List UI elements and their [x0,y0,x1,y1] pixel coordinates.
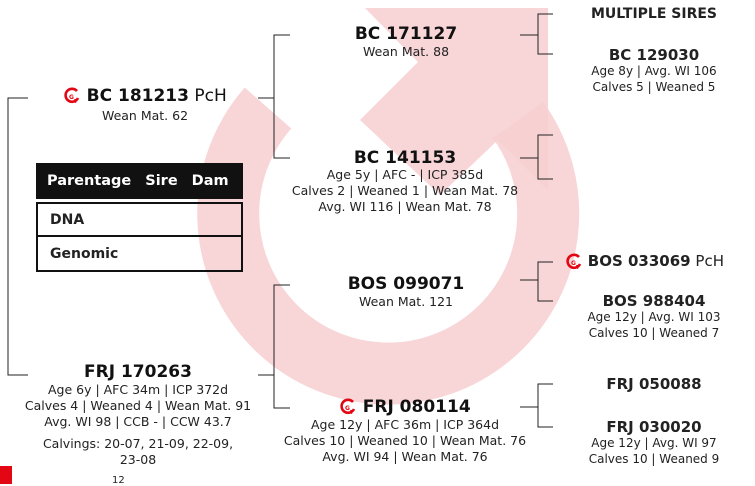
svg-text:T: T [576,265,580,271]
subject-wean-mat: Wean Mat. 62 [40,108,250,124]
genomic-tested-icon: G T [63,87,81,105]
dam-sire-wean-mat: Wean Mat. 121 [296,294,516,310]
dam-dam-line3: Avg. WI 94 | Wean Mat. 76 [265,449,545,465]
dam-dam-line1: Age 12y | AFC 36m | ICP 364d [265,417,545,433]
genomic-label: Genomic [50,246,118,262]
parentage-header: Parentage [47,173,131,189]
multiple-sires-node[interactable]: MULTIPLE SIRES [556,6,752,22]
dam-line3: Avg. WI 98 | CCB - | CCW 43.7 [0,414,276,430]
bc129030-line2: Calves 5 | Weaned 5 [556,80,752,96]
bc129030-id: BC 129030 [556,46,752,64]
frj030020-node[interactable]: FRJ 030020 Age 12y | Avg. WI 97 Calves 1… [556,418,752,467]
dam-sire-id: BOS 099071 [296,274,516,294]
dam-node[interactable]: FRJ 170263 Age 6y | AFC 34m | ICP 372d C… [0,362,276,468]
sire-dam-line1: Age 5y | AFC - | ICP 385d [270,167,540,183]
bos033069-suffix: PcH [695,252,724,270]
dam-dam-line2: Calves 10 | Weaned 10 | Wean Mat. 76 [265,433,545,449]
sire-dam-line3: Avg. WI 116 | Wean Mat. 78 [270,199,540,215]
sire-dam-line2: Calves 2 | Weaned 1 | Wean Mat. 78 [270,183,540,199]
dam-calvings-line2: 23-08 [0,452,276,468]
dam-dam-node[interactable]: G T FRJ 080114 Age 12y | AFC 36m | ICP 3… [265,397,545,465]
page-number: 12 [112,476,125,486]
bos033069-node[interactable]: G T BOS 033069 PcH [565,252,755,271]
dam-header: Dam [192,173,229,189]
sire-header: Sire [145,173,177,189]
subject-node[interactable]: G T BC 181213 PcH Wean Mat. 62 [40,86,250,124]
dna-row: DNA [36,202,243,237]
bos033069-id: BOS 033069 [588,252,691,270]
multiple-sires-label: MULTIPLE SIRES [556,6,752,22]
frj030020-line1: Age 12y | Avg. WI 97 [556,436,752,452]
subject-id: BC 181213 [87,86,189,106]
sire-id: BC 171127 [296,24,516,44]
dna-label: DNA [50,212,84,228]
bos988404-line2: Calves 10 | Weaned 7 [556,326,752,342]
bos988404-id: BOS 988404 [556,292,752,310]
sire-dam-id: BC 141153 [270,149,540,167]
frj050088-node[interactable]: FRJ 050088 [556,375,752,393]
genomic-row: Genomic [36,237,243,272]
sire-node[interactable]: BC 171127 Wean Mat. 88 [296,24,516,60]
subject-suffix: PcH [194,86,226,106]
bos988404-line1: Age 12y | Avg. WI 103 [556,310,752,326]
dam-line2: Calves 4 | Weaned 4 | Wean Mat. 91 [0,398,276,414]
dam-id: FRJ 170263 [0,362,276,382]
frj030020-line2: Calves 10 | Weaned 9 [556,452,752,468]
dam-sire-node[interactable]: BOS 099071 Wean Mat. 121 [296,274,516,310]
genomic-tested-icon: G T [339,398,357,416]
sire-wean-mat: Wean Mat. 88 [296,44,516,60]
brand-mark [0,466,12,484]
parentage-table-header: Parentage Sire Dam [36,163,243,199]
dam-calvings-line1: Calvings: 20-07, 21-09, 22-09, [0,436,276,452]
svg-text:T: T [74,99,78,105]
dam-dam-id: FRJ 080114 [363,397,471,417]
dam-line1: Age 6y | AFC 34m | ICP 372d [0,382,276,398]
bc129030-node[interactable]: BC 129030 Age 8y | Avg. WI 106 Calves 5 … [556,46,752,95]
bc129030-line1: Age 8y | Avg. WI 106 [556,64,752,80]
frj030020-id: FRJ 030020 [556,418,752,436]
bos988404-node[interactable]: BOS 988404 Age 12y | Avg. WI 103 Calves … [556,292,752,341]
sire-dam-node[interactable]: BC 141153 Age 5y | AFC - | ICP 385d Calv… [270,149,540,215]
frj050088-id: FRJ 050088 [556,375,752,393]
genomic-tested-icon: G T [565,253,583,271]
parentage-table: Parentage Sire Dam DNA Genomic [36,163,243,272]
svg-text:T: T [350,410,354,416]
